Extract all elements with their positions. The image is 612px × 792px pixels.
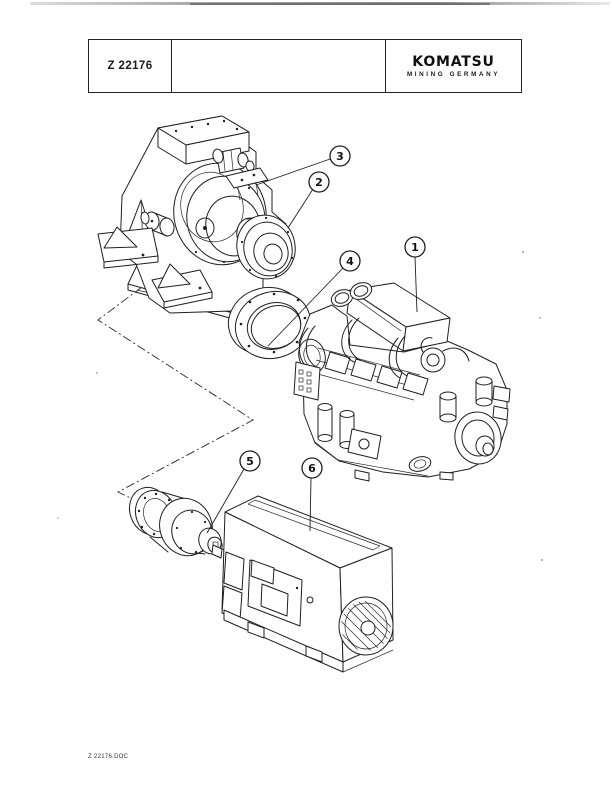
callout-2: 2 bbox=[287, 171, 330, 229]
engine-left-bracket bbox=[293, 361, 321, 401]
callout-3-number: 3 bbox=[336, 150, 344, 163]
housing-foot-left bbox=[97, 226, 159, 269]
scan-artifact-line-dark bbox=[190, 3, 490, 5]
drawing-number: Z 22176 bbox=[107, 60, 153, 72]
footer-filename: Z 22176.DOC bbox=[88, 754, 129, 760]
engine-part-1 bbox=[293, 282, 511, 482]
engine-filters bbox=[439, 376, 493, 423]
callout-4: 4 bbox=[267, 250, 361, 347]
scan-specks bbox=[57, 251, 543, 561]
engine-turbocharger bbox=[420, 337, 470, 373]
adapter-flange-part-4 bbox=[227, 286, 312, 360]
callout-5-number: 5 bbox=[246, 455, 254, 468]
engine-intake-runners bbox=[324, 351, 429, 396]
engine-exhaust-flanges bbox=[330, 282, 373, 307]
generator-base-rail bbox=[223, 609, 394, 673]
drawing-number-cell: Z 22176 bbox=[89, 40, 172, 92]
engine-air-box bbox=[346, 282, 451, 352]
callout-4-number: 4 bbox=[346, 255, 354, 268]
callout-1: 1 bbox=[404, 236, 426, 313]
callout-6: 6 bbox=[301, 457, 323, 532]
housing-top-flange bbox=[157, 115, 250, 165]
pump-drive-assembly bbox=[212, 147, 269, 201]
logo-cell: KOMATSU MINING GERMANY bbox=[386, 40, 521, 92]
komatsu-logo-subtitle: MINING GERMANY bbox=[406, 71, 501, 78]
coupling-part-2 bbox=[236, 214, 296, 280]
callout-6-number: 6 bbox=[308, 462, 316, 475]
engine-front-pulley bbox=[454, 411, 502, 465]
empty-title-cell bbox=[172, 40, 386, 92]
callouts: 1 2 3 4 5 6 bbox=[206, 145, 426, 534]
housing-left-shaft bbox=[140, 211, 175, 237]
callout-1-number: 1 bbox=[411, 241, 419, 254]
housing-foot-front bbox=[151, 263, 213, 309]
scan-artifact-line bbox=[30, 2, 610, 5]
generator-part-6 bbox=[211, 495, 394, 673]
komatsu-logo: KOMATSU bbox=[412, 54, 495, 70]
generator-front-panels bbox=[211, 544, 314, 627]
callout-2-number: 2 bbox=[315, 176, 323, 189]
engine-accessories bbox=[314, 385, 511, 482]
engine-injection-pump bbox=[347, 428, 382, 460]
engine-canisters bbox=[317, 403, 355, 449]
callout-3: 3 bbox=[255, 145, 351, 186]
title-block-table: Z 22176 KOMATSU MINING GERMANY bbox=[88, 39, 522, 93]
callout-5: 5 bbox=[206, 450, 261, 534]
coupling-part-5 bbox=[128, 486, 223, 557]
generator-fan-grille bbox=[338, 596, 394, 656]
